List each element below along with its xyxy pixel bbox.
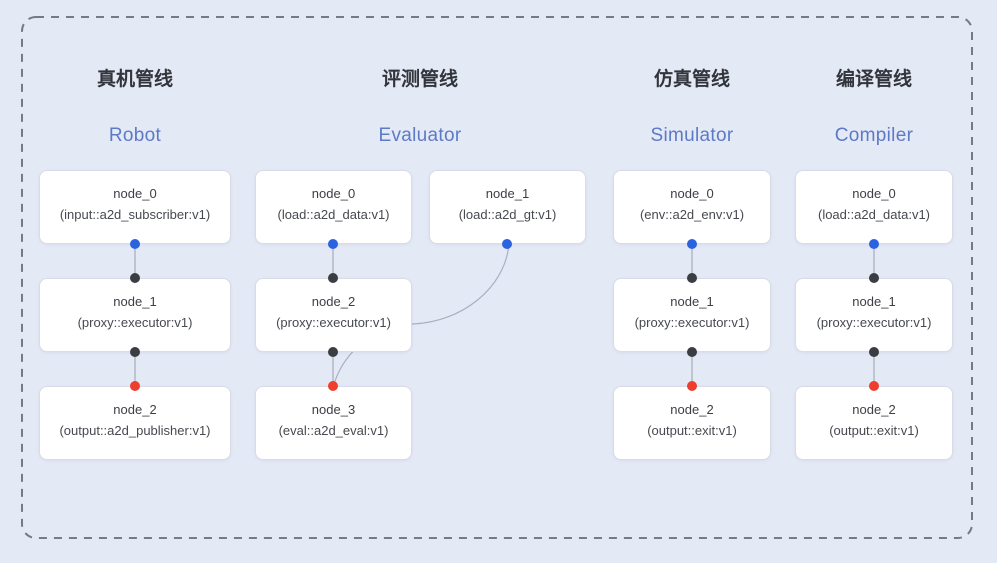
node-subtitle: (load::a2d_data:v1) [277,207,390,222]
simulator-node-2-input-port[interactable] [687,381,697,391]
node-subtitle: (proxy::executor:v1) [634,315,750,330]
node-subtitle: (eval::a2d_eval:v1) [278,423,389,438]
pipeline-title-en-compiler: Compiler [834,125,914,146]
node-title: node_0 [670,186,714,201]
robot-node-2-input-port[interactable] [130,381,140,391]
node-title: node_3 [311,402,356,417]
evaluator-node-3-input-port[interactable] [328,381,338,391]
pipeline-title-zh-compiler: 编译管线 [835,69,912,90]
node-title: node_2 [670,402,714,417]
node-subtitle: (output::exit:v1) [647,423,737,438]
compiler-node-2-box[interactable]: node_2 (output::exit:v1) [795,386,953,460]
evaluator-node-2-input-port[interactable] [328,273,338,283]
node-subtitle: (proxy::executor:v1) [77,315,193,330]
evaluator-node-2-output-port[interactable] [328,347,338,357]
node-subtitle: (proxy::executor:v1) [816,315,932,330]
compiler-node-1-output-port[interactable] [869,347,879,357]
robot-node-0-output-port[interactable] [130,239,140,249]
evaluator-node-1-box[interactable]: node_1 (load::a2d_gt:v1) [429,170,586,244]
node-title: node_2 [311,294,356,309]
pipeline-title-zh-simulator: 仿真管线 [653,69,730,90]
robot-node-1-input-port[interactable] [130,273,140,283]
simulator-node-2-box[interactable]: node_2 (output::exit:v1) [613,386,771,460]
pipeline-title-en-simulator: Simulator [650,125,734,146]
pipeline-title-zh-robot: 真机管线 [96,69,173,90]
pipeline-title-en-robot: Robot [108,125,162,146]
wire-evaluator-n1-n3-curve [333,243,510,385]
node-subtitle: (load::a2d_gt:v1) [458,207,557,222]
compiler-node-0-output-port[interactable] [869,239,879,249]
robot-node-0-box[interactable]: node_0 (input::a2d_subscriber:v1) [39,170,231,244]
node-title: node_2 [852,402,896,417]
node-subtitle: (load::a2d_data:v1) [817,207,931,222]
evaluator-node-3-box[interactable]: node_3 (eval::a2d_eval:v1) [255,386,412,460]
compiler-node-2-input-port[interactable] [869,381,879,391]
evaluator-node-2-box[interactable]: node_2 (proxy::executor:v1) [255,278,412,352]
compiler-node-1-box[interactable]: node_1 (proxy::executor:v1) [795,278,953,352]
node-subtitle: (output::a2d_publisher:v1) [59,423,211,438]
node-title: node_1 [670,294,714,309]
node-title: node_0 [852,186,896,201]
dashed-container-border [21,16,973,539]
robot-node-2-box[interactable]: node_2 (output::a2d_publisher:v1) [39,386,231,460]
node-title: node_1 [485,186,530,201]
node-subtitle: (input::a2d_subscriber:v1) [59,207,211,222]
simulator-node-1-output-port[interactable] [687,347,697,357]
node-title: node_1 [852,294,896,309]
simulator-node-0-box[interactable]: node_0 (env::a2d_env:v1) [613,170,771,244]
evaluator-node-0-output-port[interactable] [328,239,338,249]
evaluator-node-1-output-port[interactable] [502,239,512,249]
node-subtitle: (output::exit:v1) [829,423,919,438]
node-title: node_2 [113,402,157,417]
pipeline-title-en-evaluator: Evaluator [378,125,462,146]
simulator-node-0-output-port[interactable] [687,239,697,249]
compiler-node-1-input-port[interactable] [869,273,879,283]
node-title: node_1 [113,294,157,309]
node-title: node_0 [113,186,157,201]
node-title: node_0 [311,186,356,201]
evaluator-node-0-box[interactable]: node_0 (load::a2d_data:v1) [255,170,412,244]
robot-node-1-output-port[interactable] [130,347,140,357]
simulator-node-1-input-port[interactable] [687,273,697,283]
robot-node-1-box[interactable]: node_1 (proxy::executor:v1) [39,278,231,352]
compiler-node-0-box[interactable]: node_0 (load::a2d_data:v1) [795,170,953,244]
pipeline-title-zh-evaluator: 评测管线 [381,69,458,90]
node-subtitle: (env::a2d_env:v1) [639,207,745,222]
simulator-node-1-box[interactable]: node_1 (proxy::executor:v1) [613,278,771,352]
node-subtitle: (proxy::executor:v1) [276,315,391,330]
